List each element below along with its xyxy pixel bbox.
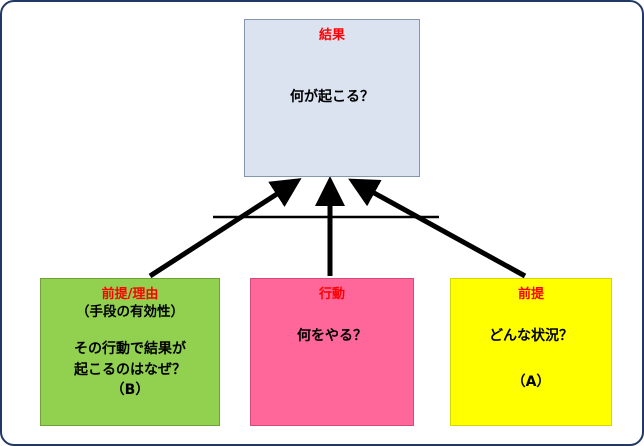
arrow-premise-reason-to-result xyxy=(148,178,302,279)
arrow-premise-to-result xyxy=(348,178,527,279)
premise-box: 前提 どんな状況？ （A） xyxy=(450,278,612,426)
premise-reason-box-question-line1: その行動で結果が xyxy=(74,341,186,358)
action-box: 行動 何をやる？ xyxy=(250,278,414,426)
premise-reason-box: 前提/理由 （手段の有効性） その行動で結果が 起こるのはなぜ？ （B） xyxy=(40,278,220,426)
premise-reason-box-question-line2: 起こるのはなぜ？ xyxy=(74,361,186,378)
action-box-question: 何をやる？ xyxy=(297,327,367,344)
premise-box-question: どんな状況？ xyxy=(489,327,573,344)
premise-reason-box-question: その行動で結果が 起こるのはなぜ？ （B） xyxy=(74,339,186,400)
premise-reason-box-label: （B） xyxy=(110,382,150,399)
premise-reason-box-subtitle: （手段の有効性） xyxy=(76,303,184,320)
action-box-title: 行動 xyxy=(318,287,345,302)
result-box-question: 何が起こる？ xyxy=(290,88,374,105)
result-box-title: 結果 xyxy=(318,28,345,43)
premise-box-title: 前提 xyxy=(517,287,544,302)
premise-reason-box-title: 前提/理由 xyxy=(101,287,159,302)
result-box: 結果 何が起こる？ xyxy=(244,19,420,177)
premise-box-label: （A） xyxy=(511,374,551,391)
